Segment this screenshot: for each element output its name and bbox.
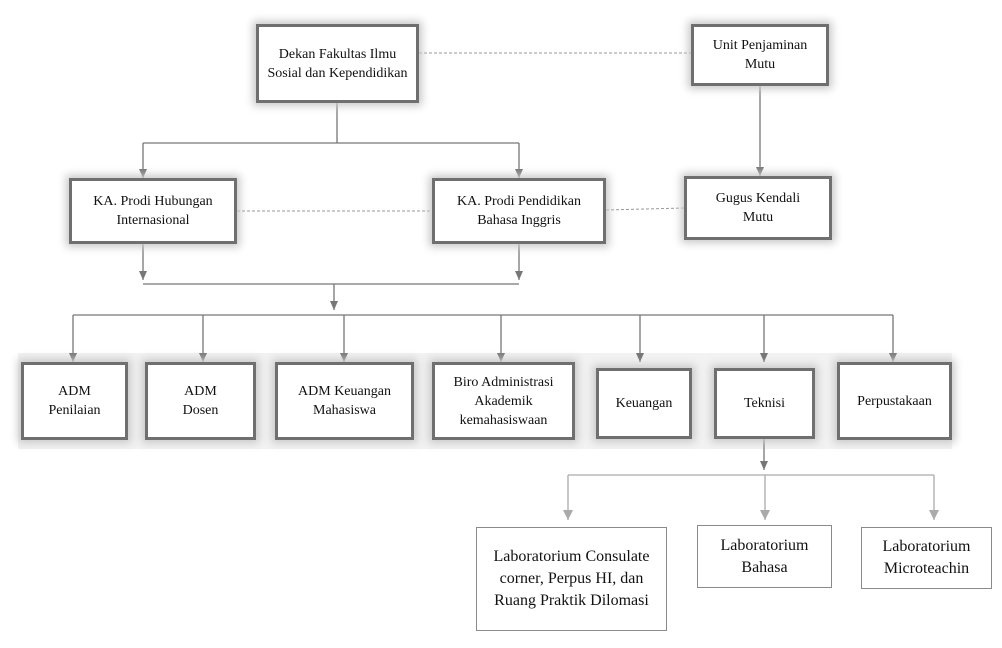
node-keuangan: Keuangan [596, 368, 692, 439]
node-perpustakaan-label: Perpustakaan [857, 393, 932, 409]
node-unit-penjaminan-mutu-label: Unit Penjaminan Mutu [712, 38, 808, 72]
node-adm-penilaian-label: ADM Penilaian [48, 384, 101, 418]
node-gugus-kendali-mutu: Gugus Kendali Mutu [684, 176, 832, 240]
node-ka-prodi-pbi: KA. Prodi Pendidikan Bahasa Inggris [432, 178, 606, 244]
dashed-pbi-gugus [605, 207, 685, 211]
node-ka-prodi-pbi-label: KA. Prodi Pendidikan Bahasa Inggris [456, 194, 582, 228]
node-lab-bahasa: Laboratorium Bahasa [697, 525, 832, 588]
node-lab-consulate-corner: Laboratorium Consulate corner, Perpus HI… [476, 527, 667, 631]
node-lab-bahasa-label: Laboratorium Bahasa [720, 536, 809, 576]
node-gugus-kendali-mutu-label: Gugus Kendali Mutu [715, 191, 801, 225]
node-perpustakaan: Perpustakaan [837, 362, 952, 440]
node-lab-consulate-corner-label: Laboratorium Consulate corner, Perpus HI… [493, 548, 650, 609]
node-adm-dosen-label: ADM Dosen [182, 384, 219, 418]
node-adm-dosen: ADM Dosen [145, 362, 256, 440]
node-teknisi: Teknisi [714, 368, 815, 439]
node-lab-microteaching: Laboratorium Microteachin [861, 527, 992, 589]
node-keuangan-label: Keuangan [615, 396, 673, 411]
node-adm-penilaian: ADM Penilaian [21, 362, 128, 440]
node-ka-prodi-hi-label: KA. Prodi Hubungan Internasional [93, 194, 213, 228]
node-dekan-label: Dekan Fakultas Ilmu Sosial dan Kependidi… [267, 46, 408, 81]
node-biro-administrasi-label: Biro Administrasi Akademik kemahasiswaan [453, 374, 554, 428]
node-dekan: Dekan Fakultas Ilmu Sosial dan Kependidi… [256, 24, 419, 103]
node-adm-keuangan-mahasiswa: ADM Keuangan Mahasiswa [275, 362, 414, 440]
node-teknisi-label: Teknisi [743, 396, 785, 411]
node-lab-microteaching-label: Laboratorium Microteachin [882, 538, 971, 577]
node-ka-prodi-hi: KA. Prodi Hubungan Internasional [69, 178, 237, 244]
node-unit-penjaminan-mutu: Unit Penjaminan Mutu [691, 24, 829, 86]
node-biro-administrasi: Biro Administrasi Akademik kemahasiswaan [432, 362, 575, 440]
node-adm-keuangan-mahasiswa-label: ADM Keuangan Mahasiswa [298, 384, 391, 418]
